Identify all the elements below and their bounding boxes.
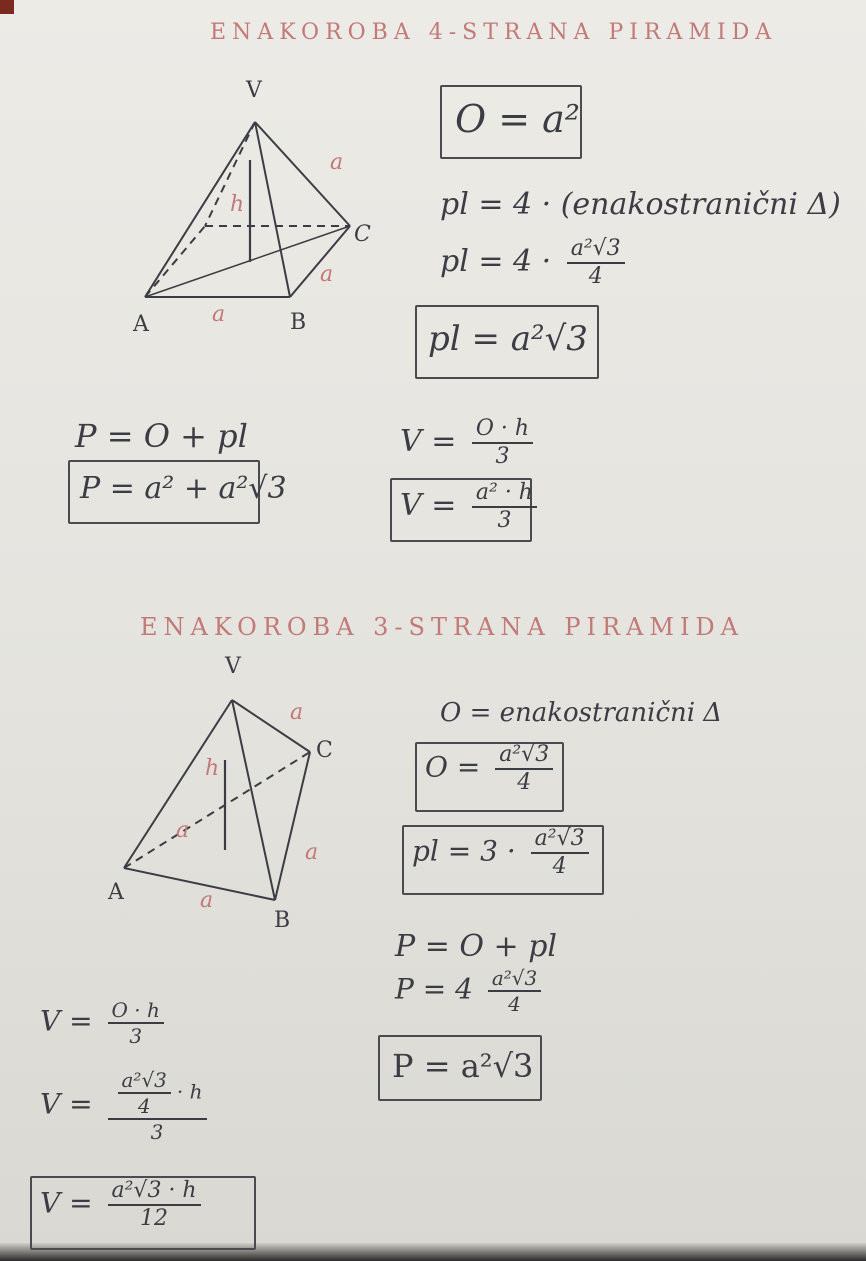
surface-result-box-2	[378, 1035, 542, 1101]
edge-vc	[254, 121, 351, 227]
side-label-ac-2: a	[176, 818, 190, 843]
edge-va	[144, 121, 256, 298]
vertex-c-1: C	[354, 222, 371, 247]
edge-ad-hidden	[144, 225, 206, 298]
volume-result-box-2	[30, 1176, 256, 1250]
vertex-a-2: A	[108, 880, 124, 905]
diagonal-ac	[144, 225, 351, 298]
side-label-ab-1: a	[212, 302, 226, 327]
edge-vb	[231, 699, 276, 901]
edge-vb	[254, 121, 291, 298]
page-bottom-edge	[0, 1243, 866, 1261]
surface-formula-2: P = O + pl	[395, 929, 557, 964]
section1-heading: ENAKOROBA 4-STRANA PIRAMIDA	[210, 20, 778, 45]
side-label-vc-2: a	[290, 700, 304, 725]
edge-va	[123, 699, 233, 869]
vertex-b-1: B	[290, 310, 307, 335]
base-area-box-2	[415, 742, 564, 812]
side-label-vc-1: a	[330, 150, 344, 175]
surface-result-2: P = a²√3	[392, 1047, 534, 1085]
vertex-b-2: B	[274, 908, 291, 933]
edge-bc	[289, 225, 351, 298]
page-corner	[0, 0, 14, 14]
edge-vc	[231, 699, 311, 753]
height-label-2: h	[205, 756, 220, 781]
surface-result-box-1	[68, 460, 260, 524]
vertex-v-1: V	[246, 78, 262, 103]
triangular-pyramid	[123, 699, 311, 901]
vertex-c-2: C	[316, 738, 333, 763]
base-area-box	[440, 85, 582, 159]
side-label-bc-2: a	[305, 840, 319, 865]
mantle-description: pl = 4 · (enakostranični Δ)	[440, 187, 841, 222]
side-label-ab-2: a	[200, 888, 214, 913]
side-label-bc-1: a	[320, 262, 334, 287]
base-description-2: O = enakostranični Δ	[440, 698, 723, 728]
surface-formula-1: P = O + pl	[75, 417, 248, 455]
square-pyramid	[144, 121, 351, 298]
edge-bc	[274, 751, 311, 901]
mantle-result: pl = a²√3	[428, 319, 588, 359]
section2-heading: ENAKOROBA 3-STRANA PIRAMIDA	[140, 613, 745, 641]
mantle-result-box	[415, 305, 599, 379]
surface-result-1: P = a² + a²√3	[80, 471, 287, 506]
base-area-formula: O = a²	[455, 97, 581, 141]
vertex-v-2: V	[225, 654, 241, 679]
volume-result-box-1	[390, 478, 532, 542]
vertex-a-1: A	[133, 312, 149, 337]
mantle-box-2	[402, 825, 604, 895]
edge-ac-hidden	[123, 751, 311, 869]
edge-ab	[123, 867, 276, 901]
edge-vd-hidden	[204, 121, 256, 227]
height-label-1: h	[230, 192, 245, 217]
